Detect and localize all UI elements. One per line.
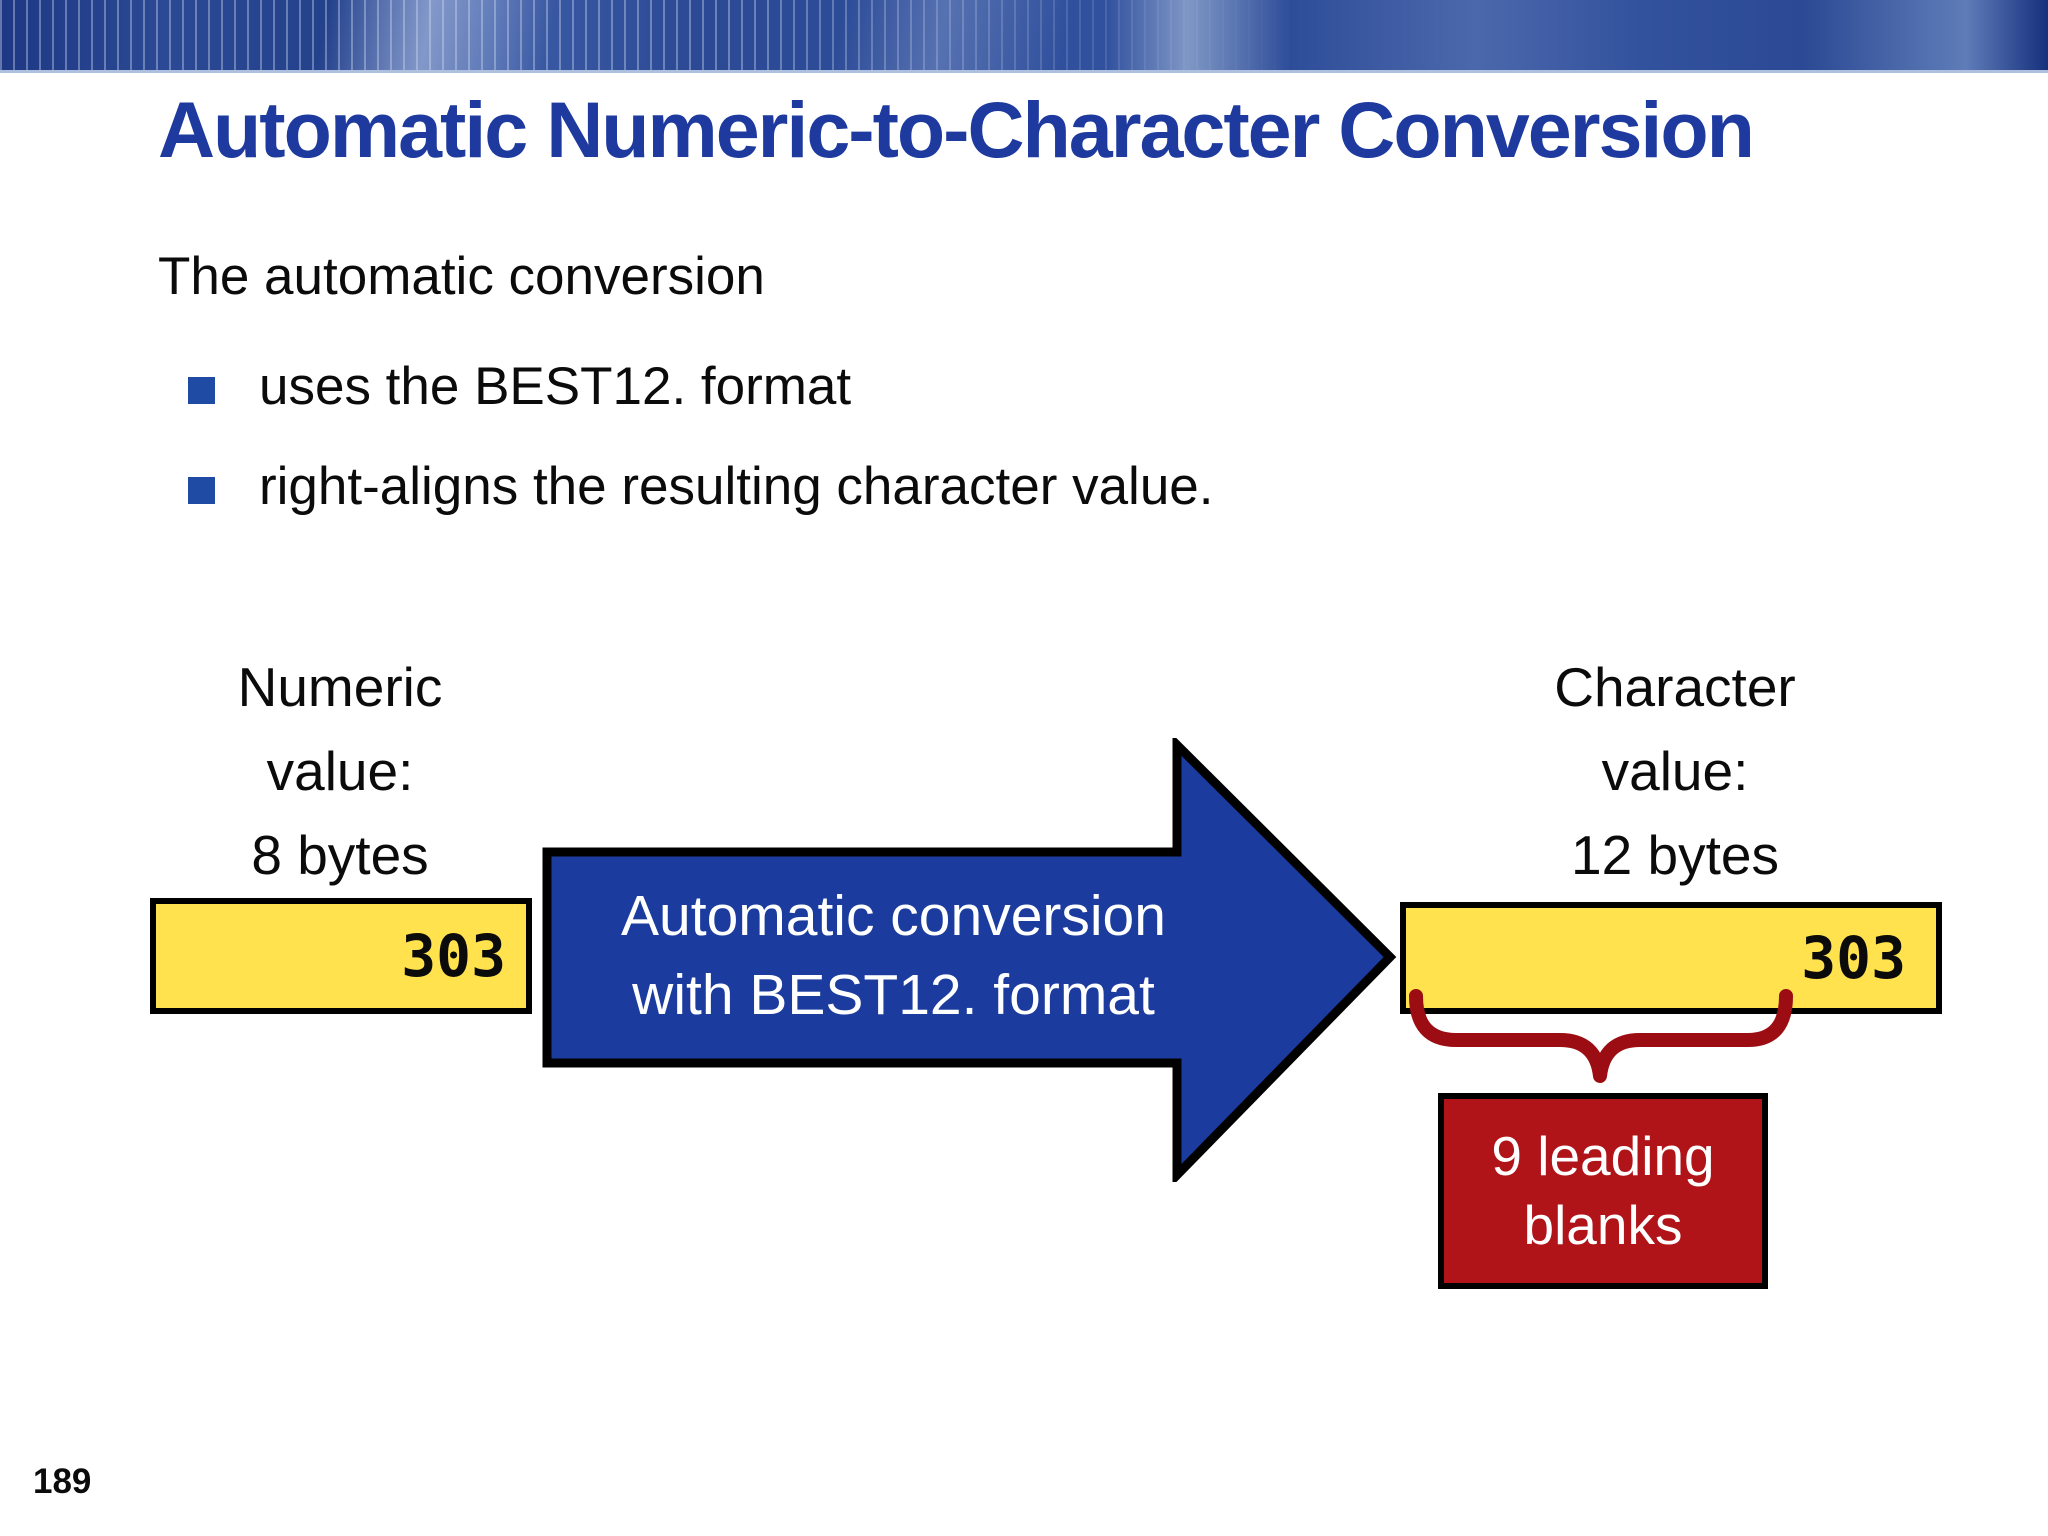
arrow-label-line: with BEST12. format [632,963,1155,1027]
numeric-value-box: 303 [150,898,532,1014]
callout-line: 9 leading [1491,1125,1715,1188]
page-title: Automatic Numeric-to-Character Conversio… [158,85,1755,174]
character-value-box: 303 [1400,902,1942,1014]
label-line: Numeric [237,656,443,718]
label-line: 8 bytes [251,824,429,886]
bullet-text: right-aligns the resulting character val… [259,457,1214,516]
leading-blanks-brace-icon [1409,989,1793,1083]
label-line: value: [1601,740,1749,802]
arrow-label: Automatic conversion with BEST12. format [566,856,1221,1056]
bullet-item: uses the BEST12. format [188,356,851,417]
label-line: 12 bytes [1571,824,1779,886]
page-number: 189 [33,1462,92,1501]
bullet-text: uses the BEST12. format [259,357,852,416]
bullet-item: right-aligns the resulting character val… [188,456,1214,517]
bullet-square-icon [188,477,215,504]
callout-line: blanks [1523,1194,1683,1256]
numeric-value-label: Numeric value: 8 bytes [165,645,515,897]
label-line: Character [1554,656,1796,718]
character-value-label: Character value: 12 bytes [1470,645,1880,897]
leading-blanks-callout: 9 leading blanks [1438,1093,1768,1289]
intro-text: The automatic conversion [158,247,765,306]
conversion-arrow-icon [542,738,1397,1182]
bullet-square-icon [188,377,215,404]
label-line: value: [266,740,414,802]
arrow-label-line: Automatic conversion [621,884,1166,949]
banner-stripe-pattern [0,0,1352,70]
top-banner [0,0,2048,73]
